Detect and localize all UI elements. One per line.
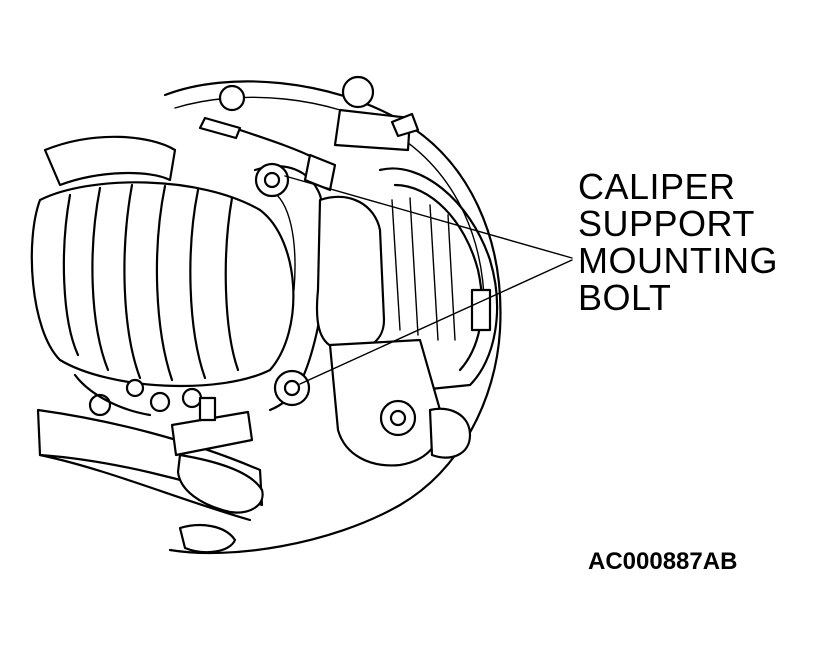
caliper-guide-bolt xyxy=(379,399,417,437)
upper-caliper-support-bolt xyxy=(254,162,290,198)
drive-shaft-boot xyxy=(30,135,295,388)
callout-line-1: CALIPER xyxy=(578,166,736,207)
callout-line-2: SUPPORT xyxy=(578,203,755,244)
brake-hose xyxy=(198,75,420,192)
hub-studs xyxy=(73,373,203,417)
leader-lines xyxy=(284,175,573,385)
disc-outline xyxy=(163,80,502,555)
callout-line-4: BOLT xyxy=(578,277,672,318)
lower-arm xyxy=(36,396,264,554)
callout-line-3: MOUNTING xyxy=(578,240,778,281)
lower-caliper-support-bolt xyxy=(273,369,311,407)
figure-id: AC000887AB xyxy=(588,548,738,575)
callout-label: CALIPER SUPPORT MOUNTING BOLT xyxy=(578,168,778,316)
